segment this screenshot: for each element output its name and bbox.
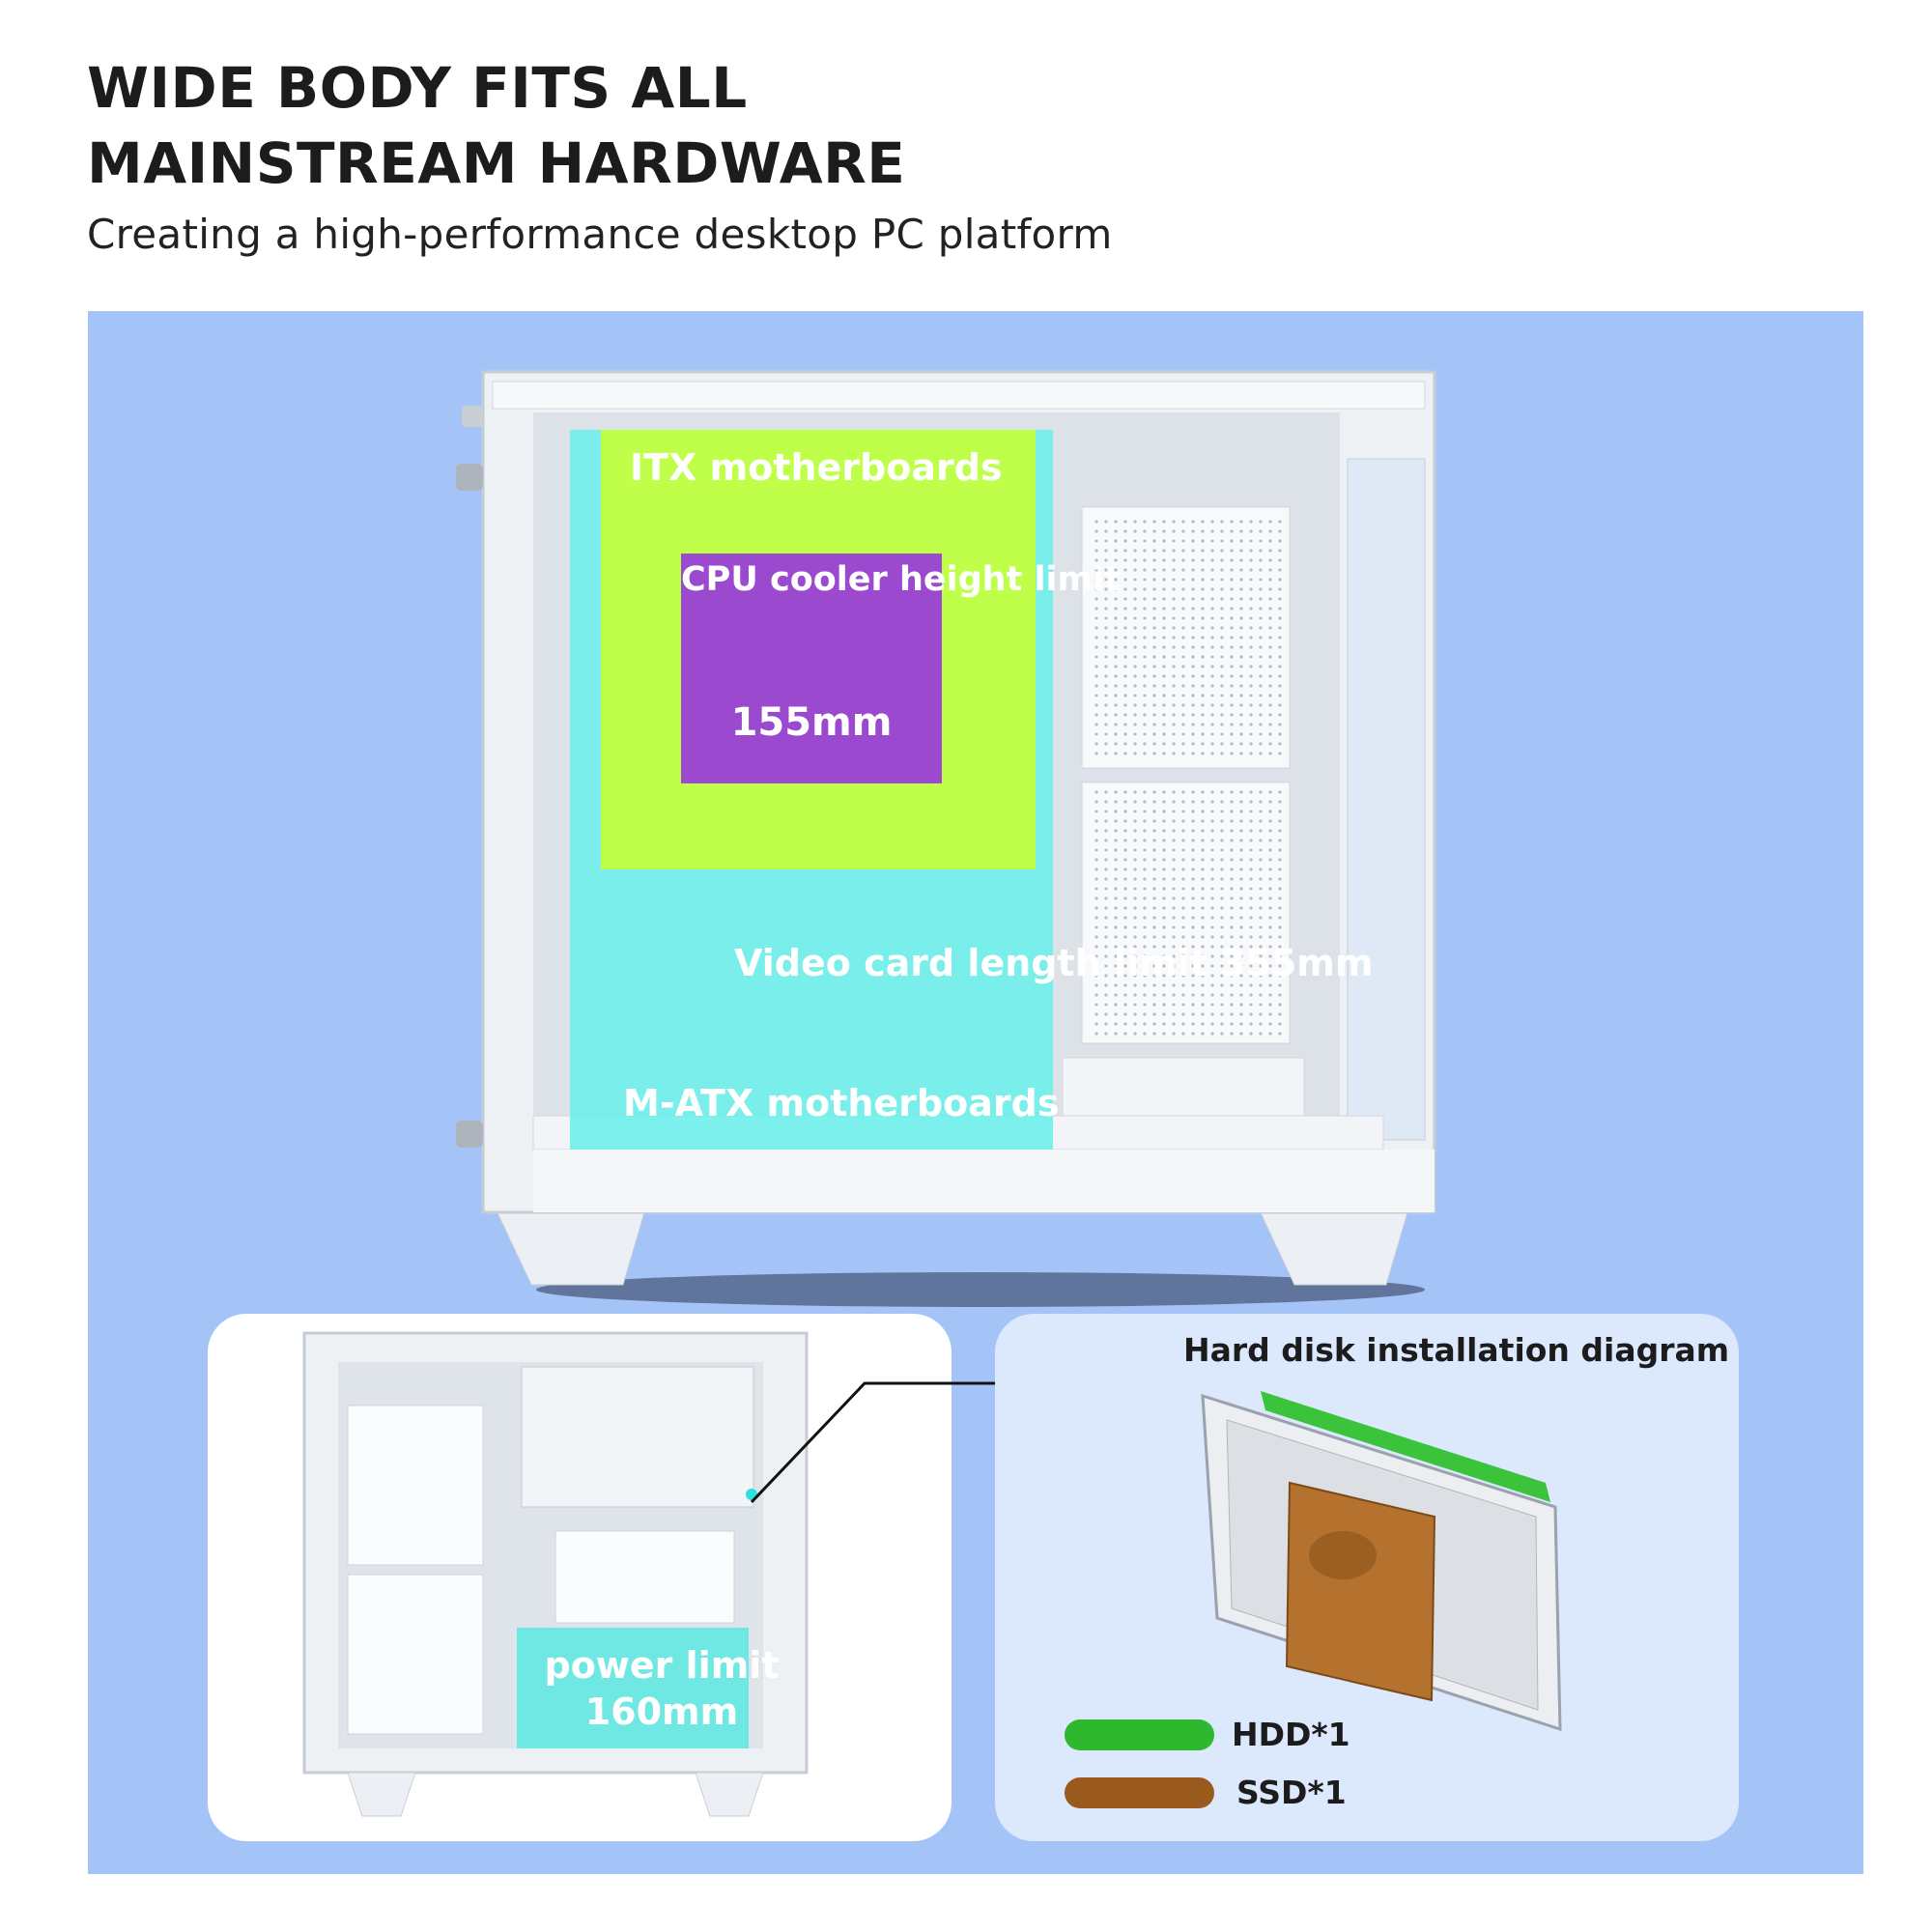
ssd-legend-label: SSD*1 <box>1236 1774 1347 1811</box>
psu-zone <box>517 1628 749 1748</box>
power-limit-value: 160mm <box>584 1690 739 1733</box>
headline-line-1: WIDE BODY FITS ALL <box>87 55 748 121</box>
video-card-length-label: Video card length limit 355mm <box>734 942 1374 984</box>
matx-motherboards-label: M-ATX motherboards <box>623 1082 1060 1124</box>
hdd-legend-label: HDD*1 <box>1232 1716 1350 1753</box>
hdd-legend-swatch <box>1065 1719 1214 1750</box>
hdd-indicator <box>1261 1391 1550 1502</box>
ssd-indicator <box>1285 1481 1436 1702</box>
cpu-cooler-zone <box>681 554 942 783</box>
ssd-legend-swatch <box>1065 1777 1214 1808</box>
power-limit-label: power limit 160mm <box>522 1642 802 1735</box>
case-rear-illustration <box>302 1331 809 1817</box>
pc-case-illustration <box>456 370 1436 1307</box>
page-subtitle: Creating a high-performance desktop PC p… <box>87 211 1113 258</box>
drive-bracket-illustration <box>1201 1391 1562 1732</box>
power-limit-text: power limit <box>544 1644 780 1687</box>
hdd-diagram-title: Hard disk installation diagram <box>1183 1331 1730 1369</box>
page-headline: WIDE BODY FITS ALL MAINSTREAM HARDWARE <box>87 50 1246 201</box>
cpu-cooler-value: 155mm <box>730 700 893 745</box>
cpu-cooler-label: CPU cooler height limit <box>681 560 1121 599</box>
headline-line-2: MAINSTREAM HARDWARE <box>87 130 906 196</box>
itx-motherboards-label: ITX motherboards <box>630 446 1003 489</box>
